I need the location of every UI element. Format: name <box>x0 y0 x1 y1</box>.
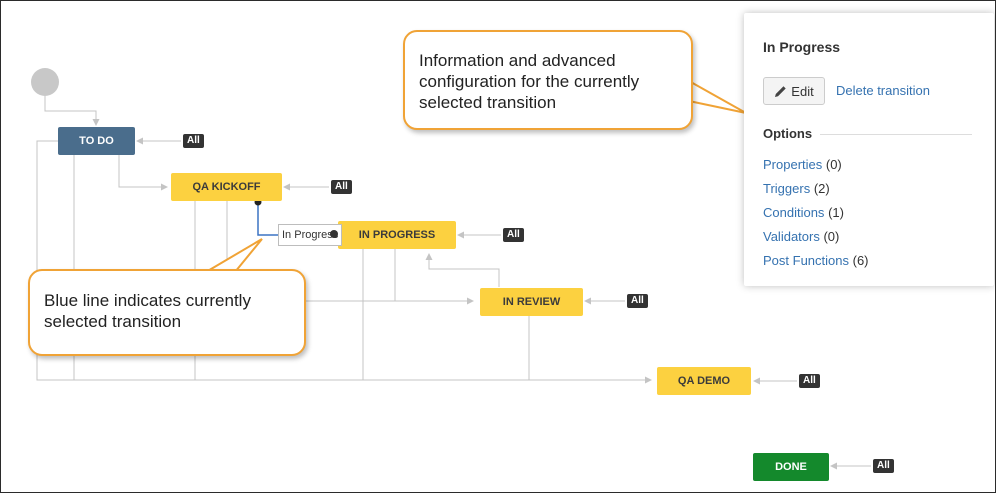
option-properties-count: (0) <box>825 157 842 172</box>
options-divider <box>820 134 972 135</box>
callout1-pointer <box>688 80 747 114</box>
line-inprogress-review <box>394 249 474 305</box>
line-start-todo <box>44 96 100 126</box>
all-badge-done[interactable]: All <box>873 459 894 473</box>
delete-transition-link[interactable]: Delete transition <box>836 83 930 98</box>
status-done[interactable]: DONE <box>753 453 829 481</box>
line-todo-qakickoff <box>118 155 168 191</box>
option-validators-link[interactable]: Validators <box>763 229 820 244</box>
line-todo-left-loop <box>36 140 652 384</box>
all-badge-todo[interactable]: All <box>183 134 204 148</box>
option-conditions: Conditions (1) <box>763 201 869 225</box>
option-triggers-count: (2) <box>813 181 830 196</box>
option-properties-link[interactable]: Properties <box>763 157 823 172</box>
transition-label-in-progress[interactable]: In Progress <box>278 224 342 246</box>
option-validators: Validators (0) <box>763 225 869 249</box>
transition-details-panel: In Progress Edit Delete transition Optio… <box>744 13 994 286</box>
callout-panel-info: Information and advanced configuration f… <box>403 30 693 130</box>
status-qa-demo[interactable]: QA DEMO <box>657 367 751 395</box>
start-node[interactable] <box>31 68 59 96</box>
option-validators-count: (0) <box>823 229 840 244</box>
option-triggers: Triggers (2) <box>763 177 869 201</box>
option-post-functions-count: (6) <box>852 253 869 268</box>
transition-handle[interactable] <box>330 230 338 238</box>
options-list: Properties (0) Triggers (2) Conditions (… <box>763 153 869 273</box>
all-badge-in-progress[interactable]: All <box>503 228 524 242</box>
option-post-functions-link[interactable]: Post Functions <box>763 253 849 268</box>
panel-title: In Progress <box>763 39 841 55</box>
option-properties: Properties (0) <box>763 153 869 177</box>
selected-transition-line <box>257 203 278 236</box>
option-triggers-link[interactable]: Triggers <box>763 181 811 196</box>
callout-blue-line: Blue line indicates currently selected t… <box>28 269 306 356</box>
line-review-inprogress <box>425 253 500 287</box>
status-qa-kickoff[interactable]: QA KICKOFF <box>171 173 282 201</box>
option-conditions-link[interactable]: Conditions <box>763 205 825 220</box>
all-badge-qa-kickoff[interactable]: All <box>331 180 352 194</box>
edit-button-label: Edit <box>791 83 814 99</box>
edit-button[interactable]: Edit <box>763 77 825 105</box>
status-todo[interactable]: TO DO <box>58 127 135 155</box>
options-heading: Options <box>763 126 813 141</box>
callout2-pointer <box>205 238 263 273</box>
option-post-functions: Post Functions (6) <box>763 249 869 273</box>
all-badge-in-review[interactable]: All <box>627 294 648 308</box>
all-badge-qa-demo[interactable]: All <box>799 374 820 388</box>
status-in-review[interactable]: IN REVIEW <box>480 288 583 316</box>
pencil-icon <box>775 85 786 97</box>
status-in-progress[interactable]: IN PROGRESS <box>338 221 456 249</box>
option-conditions-count: (1) <box>828 205 844 220</box>
